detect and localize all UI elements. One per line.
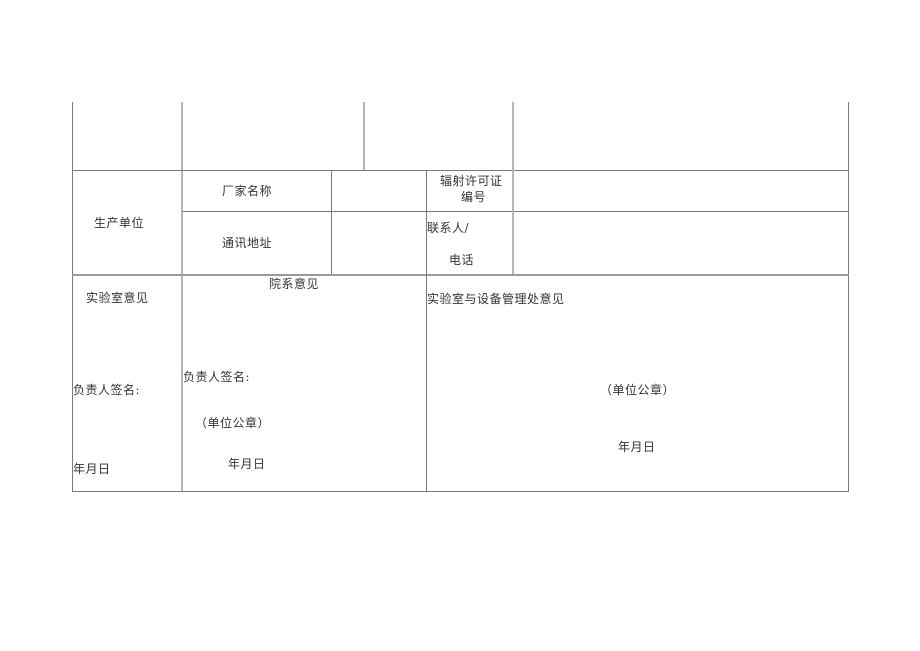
col-divider: [363, 102, 365, 170]
manufacturer-name-field[interactable]: [332, 171, 426, 211]
radiation-license-label-line1: 辐射许可证: [440, 174, 503, 188]
equipment-office-opinion-title: 实验室与设备管理处意见: [427, 292, 565, 306]
lab-signature-label: 负责人签名:: [73, 383, 141, 397]
lab-date-label: 年月日: [73, 462, 111, 476]
col-divider: [512, 170, 514, 274]
col-divider: [331, 170, 332, 274]
row-divider: [72, 274, 849, 276]
address-field[interactable]: [332, 212, 426, 274]
row-divider: [182, 211, 849, 212]
contact-label-line2: 电话: [449, 253, 475, 267]
col-divider: [512, 102, 514, 170]
department-signature-label: 负责人签名:: [183, 370, 251, 384]
department-date-label: 年月日: [228, 457, 266, 471]
department-seal-label: （单位公章）: [195, 416, 271, 430]
row-divider: [72, 170, 849, 171]
col-divider: [181, 102, 183, 491]
contact-label-line1: 联系人/: [427, 221, 470, 235]
manufacturer-name-label: 厂家名称: [222, 184, 273, 198]
table-right-border: [848, 102, 849, 492]
equipment-office-seal-label: （单位公章）: [600, 383, 676, 397]
production-unit-label: 生产单位: [94, 216, 145, 230]
table-bottom-border: [72, 491, 849, 492]
col-divider: [426, 170, 427, 491]
table-left-border: [72, 102, 73, 492]
contact-field[interactable]: [514, 212, 848, 274]
radiation-license-field[interactable]: [514, 171, 848, 211]
address-label: 通讯地址: [222, 236, 273, 250]
lab-opinion-title: 实验室意见: [86, 291, 149, 305]
department-opinion-title: 院系意见: [269, 277, 320, 291]
radiation-license-label-line2: 编号: [461, 190, 487, 204]
equipment-office-date-label: 年月日: [618, 440, 656, 454]
